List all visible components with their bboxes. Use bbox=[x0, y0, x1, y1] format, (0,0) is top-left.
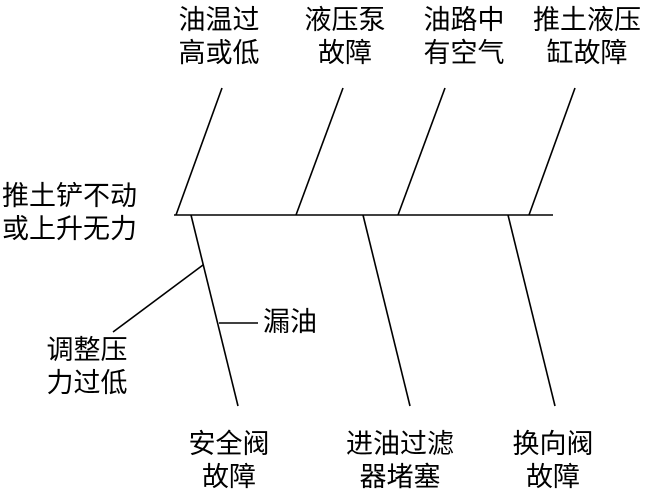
cause-line-2: 故障 bbox=[318, 38, 372, 69]
sub-cause-line-1: 调整压 bbox=[46, 335, 128, 366]
bone-air-in-circuit bbox=[397, 87, 446, 216]
cause-line-1: 进油过滤 bbox=[346, 429, 454, 460]
bone-reversing-valve bbox=[507, 214, 556, 407]
cause-line-1: 液压泵 bbox=[304, 5, 386, 36]
sub-cause-pressure: 调整压 力过低 bbox=[47, 334, 128, 400]
sub-cause-line-1: 漏油 bbox=[263, 307, 317, 338]
cause-line-2: 缸故障 bbox=[546, 38, 628, 69]
cause-air-in-circuit: 油路中 有空气 bbox=[424, 4, 505, 70]
cause-hydraulic-pump: 液压泵 故障 bbox=[305, 4, 386, 70]
bone-cylinder-fault bbox=[528, 87, 576, 216]
cause-inlet-filter: 进油过滤 器堵塞 bbox=[346, 428, 454, 494]
effect-label: 推土铲不动 或上升无力 bbox=[2, 180, 137, 246]
cause-line-1: 换向阀 bbox=[512, 429, 594, 460]
cause-reversing-valve: 换向阀 故障 bbox=[513, 428, 594, 494]
cause-line-1: 推土液压 bbox=[533, 5, 641, 36]
sub-cause-line-2: 力过低 bbox=[46, 368, 128, 399]
bone-hydraulic-pump bbox=[295, 87, 344, 216]
cause-cylinder-fault: 推土液压 缸故障 bbox=[533, 4, 641, 70]
cause-line-2: 高或低 bbox=[178, 38, 260, 69]
effect-line-1: 推土铲不动 bbox=[2, 181, 137, 212]
cause-safety-valve: 安全阀 故障 bbox=[189, 428, 270, 494]
cause-line-1: 油路中 bbox=[423, 5, 505, 36]
bone-oil-temperature bbox=[175, 87, 223, 216]
cause-line-2: 故障 bbox=[526, 462, 580, 493]
bone-inlet-filter bbox=[362, 214, 411, 407]
sub-cause-leak: 漏油 bbox=[263, 306, 317, 339]
cause-line-1: 安全阀 bbox=[188, 429, 270, 460]
cause-line-2: 有空气 bbox=[423, 38, 505, 69]
cause-oil-temperature: 油温过 高或低 bbox=[179, 4, 260, 70]
cause-line-1: 油温过 bbox=[178, 5, 260, 36]
sub-bone-pressure bbox=[112, 264, 204, 333]
effect-line-2: 或上升无力 bbox=[2, 214, 137, 245]
bone-safety-valve bbox=[190, 214, 239, 407]
cause-line-2: 器堵塞 bbox=[359, 462, 441, 493]
cause-line-2: 故障 bbox=[202, 462, 256, 493]
